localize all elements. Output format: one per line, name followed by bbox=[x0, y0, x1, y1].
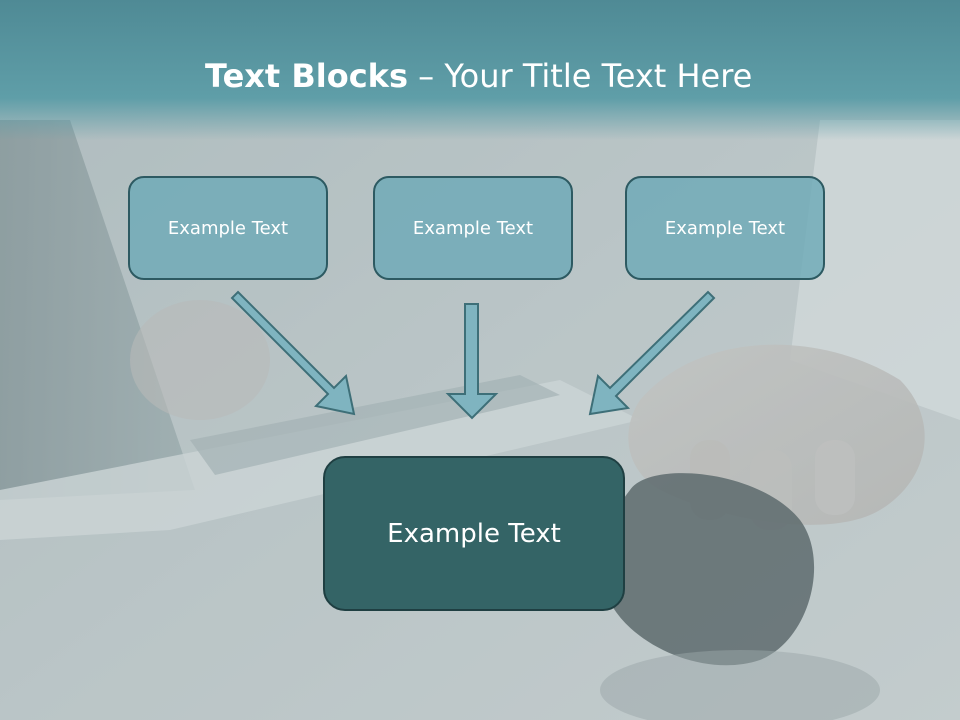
text-box-1-label: Example Text bbox=[167, 217, 289, 239]
title-rest-part: Your Title Text Here bbox=[444, 57, 753, 95]
title-band bbox=[0, 0, 960, 140]
center-text-box[interactable]: Example Text bbox=[323, 456, 625, 611]
text-box-2-label: Example Text bbox=[412, 217, 534, 239]
center-text-box-label: Example Text bbox=[387, 518, 561, 549]
arrow-center-down bbox=[445, 303, 499, 420]
text-box-3-label: Example Text bbox=[664, 217, 786, 239]
text-box-3[interactable]: Example Text bbox=[625, 176, 825, 280]
title-separator: – bbox=[408, 57, 445, 95]
arrow-left-diagonal bbox=[230, 290, 356, 416]
text-box-1[interactable]: Example Text bbox=[128, 176, 328, 280]
text-box-2[interactable]: Example Text bbox=[373, 176, 573, 280]
slide-title: Text Blocks – Your Title Text Here bbox=[205, 52, 752, 100]
arrow-right-diagonal bbox=[588, 290, 716, 416]
title-bold-part: Text Blocks bbox=[205, 57, 408, 95]
